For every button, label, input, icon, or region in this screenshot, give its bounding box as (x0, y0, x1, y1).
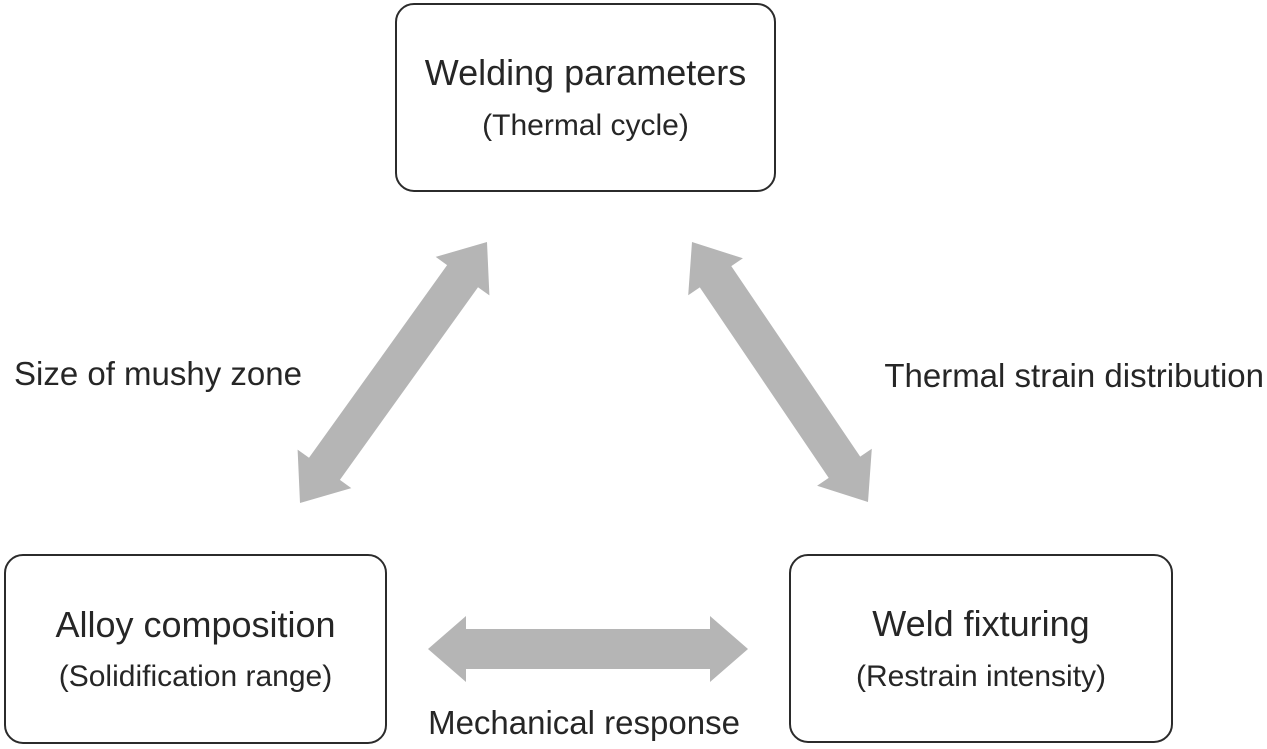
node-welding-parameters: Welding parameters (Thermal cycle) (395, 3, 776, 192)
edge-label-size-of-mushy-zone: Size of mushy zone (14, 355, 302, 392)
double-arrow-right-icon (688, 242, 872, 502)
node-alloy-composition-title: Alloy composition (55, 603, 336, 645)
node-alloy-composition: Alloy composition (Solidification range) (4, 554, 387, 744)
node-weld-fixturing-title: Weld fixturing (872, 603, 1090, 645)
double-arrow-bottom-icon (428, 616, 748, 682)
edge-label-thermal-strain-distribution: Thermal strain distribution (884, 357, 1264, 394)
double-arrow-left-icon (297, 242, 490, 503)
node-welding-parameters-title: Welding parameters (424, 52, 747, 94)
node-weld-fixturing-subtitle: (Restrain intensity) (855, 659, 1107, 693)
node-welding-parameters-subtitle: (Thermal cycle) (482, 108, 689, 142)
node-weld-fixturing: Weld fixturing (Restrain intensity) (789, 554, 1173, 743)
edge-label-mechanical-response: Mechanical response (428, 704, 740, 741)
node-alloy-composition-subtitle: (Solidification range) (58, 660, 333, 694)
